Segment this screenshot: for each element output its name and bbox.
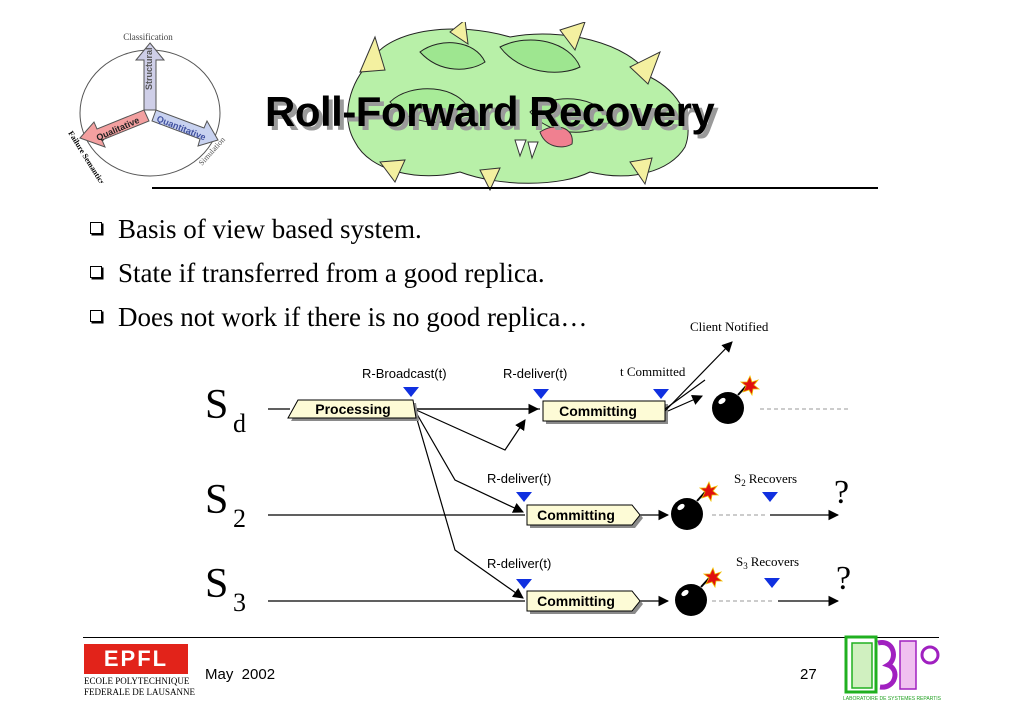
server-sub-sd: d — [233, 409, 246, 438]
r-deliver-2-label: R-deliver(t) — [487, 471, 551, 486]
server-label-sd: S — [205, 382, 228, 428]
t-committed-label: t Committed — [620, 364, 686, 379]
lsr-logo: LABORATOIRE DE SYSTEMES REPARTIS — [843, 635, 942, 702]
committing-label-s3: Committing — [537, 593, 615, 609]
marker-r-deliver-d-icon — [533, 389, 549, 399]
r-broadcast-label: R-Broadcast(t) — [362, 366, 447, 381]
marker-r-deliver-2-icon — [516, 492, 532, 502]
bullet-text: Basis of view based system. — [118, 214, 422, 244]
event-markers — [403, 387, 780, 589]
footer-date: May 2002 — [205, 666, 276, 683]
marker-committed-icon — [653, 389, 669, 399]
epfl-logo-text: EPFL — [103, 646, 169, 671]
marker-s2-recovers-icon — [762, 492, 778, 502]
classification-logo: Classification Structural Qualitative Qu… — [66, 32, 227, 183]
bullet-item: State if transferred from a good replica… — [90, 258, 545, 289]
server-sub-s3: 3 — [233, 588, 246, 617]
committing-box-s2 — [526, 504, 641, 526]
server-label-s3: S — [205, 561, 228, 607]
bullet-text: Does not work if there is no good replic… — [118, 302, 588, 332]
bullet-text: State if transferred from a good replica… — [118, 258, 545, 288]
classification-label: Classification — [123, 32, 173, 42]
question-mark-s3: ? — [836, 560, 851, 597]
marker-r-deliver-3-icon — [516, 579, 532, 589]
dragon-illustration — [347, 22, 689, 192]
structural-label: Structural — [144, 47, 154, 90]
slide-title: Roll-Forward Recovery — [265, 88, 715, 135]
epfl-logo: EPFL — [84, 644, 188, 674]
processing-label: Processing — [315, 401, 390, 417]
server-label-s2: S — [205, 477, 228, 523]
footer-rule — [83, 637, 939, 638]
title-rule — [152, 187, 878, 189]
r-deliver-3-label: R-deliver(t) — [487, 556, 551, 571]
server-sub-s2: 2 — [233, 504, 246, 533]
page-number: 27 — [800, 666, 817, 683]
bullet-item: Basis of view based system. — [90, 214, 422, 245]
question-mark-s2: ? — [834, 474, 849, 511]
bullet-square-icon — [90, 266, 102, 278]
committing-label-s2: Committing — [537, 507, 615, 523]
bomb-icon-s2 — [671, 480, 720, 530]
epfl-name-line2: FEDERALE DE LAUSANNE — [84, 687, 195, 697]
committing-label-sd: Committing — [559, 403, 637, 419]
lsr-caption: LABORATOIRE DE SYSTEMES REPARTIS — [843, 696, 942, 702]
marker-r-broadcast-icon — [403, 387, 419, 397]
epfl-name-line1: ECOLE POLYTECHNIQUE — [84, 676, 190, 686]
committing-box-s3 — [526, 590, 641, 612]
marker-s3-recovers-icon — [764, 578, 780, 588]
bomb-icon-s3 — [675, 566, 724, 616]
r-deliver-d-label: R-deliver(t) — [503, 366, 567, 381]
bullet-square-icon — [90, 310, 102, 322]
bomb-icon-sd — [712, 374, 761, 424]
bullet-item: Does not work if there is no good replic… — [90, 302, 587, 333]
processing-box — [287, 399, 417, 419]
client-notified-label: Client Notified — [690, 319, 769, 334]
bullet-square-icon — [90, 222, 102, 234]
